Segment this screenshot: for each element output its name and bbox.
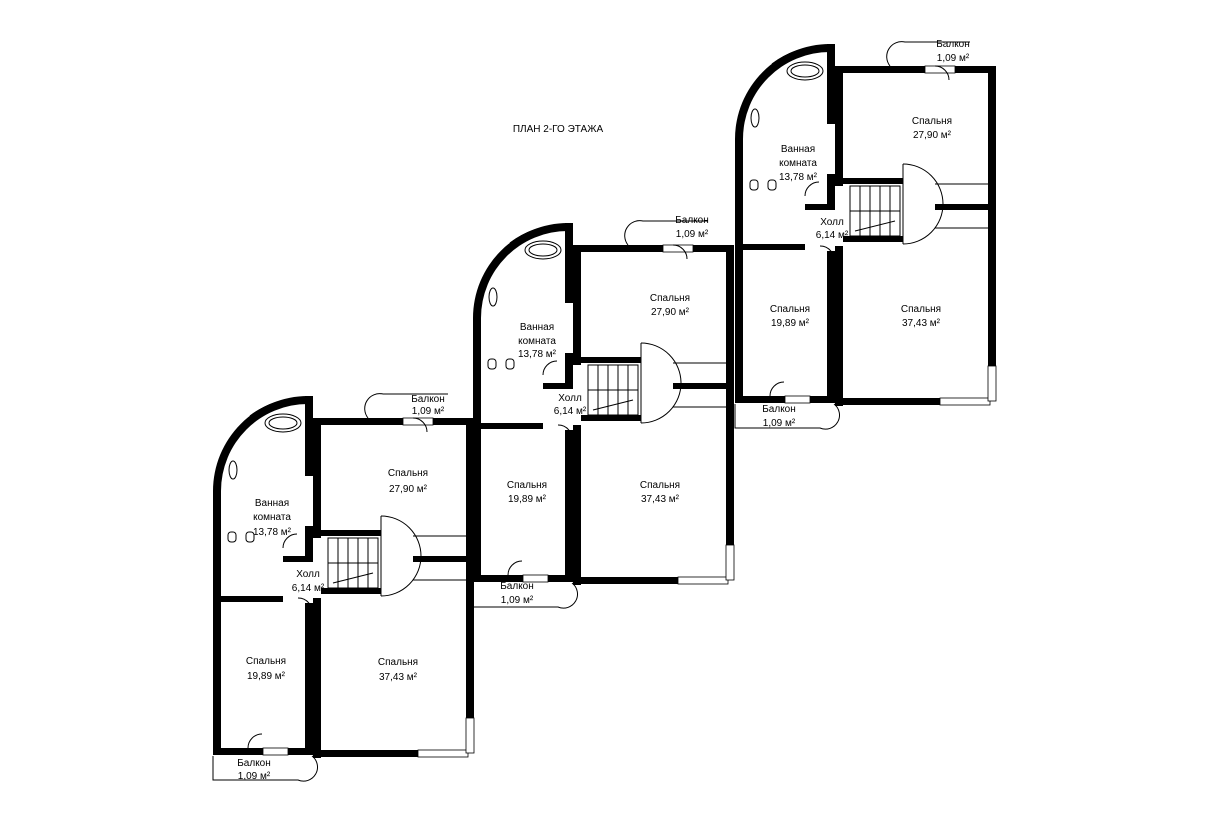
bedroom-top-name: Спальня [912,116,952,127]
unit-3 [734,41,997,430]
balcony-bottom-name: Балкон [762,404,796,415]
balcony-top-name: Балкон [411,394,445,405]
bathroom-name-2: комната [779,158,817,169]
unit-2-labels: Балкон 1,09 м² Спальня 27,90 м² Ванная к… [500,215,709,606]
balcony-top-name: Балкон [675,215,709,226]
bathroom-name-1: Ванная [255,498,289,509]
balcony-bottom-area: 1,09 м² [763,418,796,429]
hall-name: Холл [296,569,320,580]
bedroom-small-area: 19,89 м² [508,494,547,505]
bedroom-small-name: Спальня [770,304,810,315]
balcony-bottom-name: Балкон [500,581,534,592]
hall-area: 6,14 м² [292,583,325,594]
bedroom-large-name: Спальня [901,304,941,315]
bedroom-small-area: 19,89 м² [771,318,810,329]
bathroom-name-1: Ванная [520,322,554,333]
bathroom-area: 13,78 м² [253,527,292,538]
bedroom-top-name: Спальня [388,468,428,479]
bedroom-top-area: 27,90 м² [389,484,428,495]
bedroom-large-name: Спальня [640,480,680,491]
hall-name: Холл [558,393,582,404]
plan-title: ПЛАН 2-ГО ЭТАЖА [513,124,604,135]
bedroom-top-area: 27,90 м² [913,130,952,141]
hall-area: 6,14 м² [554,406,587,417]
balcony-top-area: 1,09 м² [676,229,709,240]
bedroom-small-name: Спальня [246,656,286,667]
unit-2 [472,220,735,609]
unit-1 [212,393,475,782]
balcony-top-area: 1,09 м² [412,406,445,417]
bedroom-large-area: 37,43 м² [641,494,680,505]
bedroom-small-area: 19,89 м² [247,671,286,682]
bedroom-small-name: Спальня [507,480,547,491]
unit-3-labels: Балкон 1,09 м² Спальня 27,90 м² Ванная к… [762,39,970,429]
balcony-top-area: 1,09 м² [937,53,970,64]
bedroom-large-area: 37,43 м² [902,318,941,329]
bathroom-name-2: комната [518,336,556,347]
hall-name: Холл [820,217,844,228]
bedroom-top-area: 27,90 м² [651,307,690,318]
bathroom-name-1: Ванная [781,144,815,155]
bedroom-large-area: 37,43 м² [379,672,418,683]
hall-area: 6,14 м² [816,230,849,241]
bathroom-area: 13,78 м² [779,172,818,183]
balcony-top-name: Балкон [936,39,970,50]
bathroom-name-2: комната [253,512,291,523]
unit-1-labels: Балкон 1,09 м² Спальня 27,90 м² Ванная к… [237,394,445,782]
bedroom-top-name: Спальня [650,293,690,304]
balcony-bottom-area: 1,09 м² [501,595,534,606]
balcony-bottom-name: Балкон [237,758,271,769]
balcony-bottom-area: 1,09 м² [238,771,271,782]
bedroom-large-name: Спальня [378,657,418,668]
bathroom-area: 13,78 м² [518,349,557,360]
